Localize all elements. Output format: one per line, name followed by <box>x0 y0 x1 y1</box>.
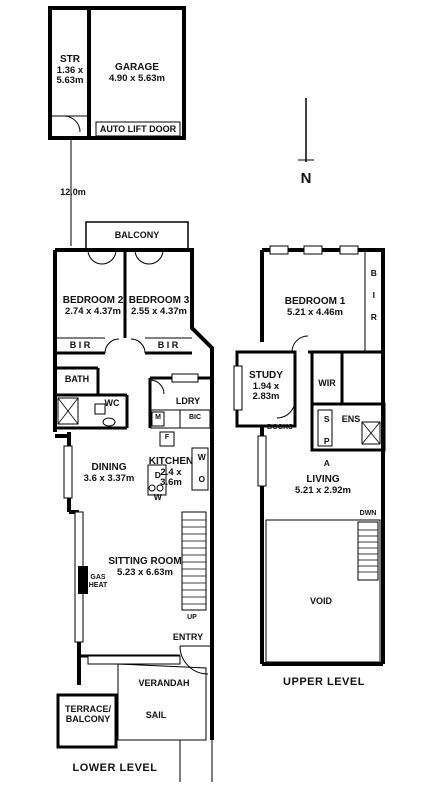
void-label: VOID <box>309 596 332 606</box>
store-label: STR 1.36 x 5.63m <box>52 54 88 87</box>
entry-label: ENTRY <box>172 632 204 642</box>
study-name: STUDY <box>249 370 283 381</box>
bedroom2-label: BEDROOM 2 2.74 x 4.37m <box>60 295 126 317</box>
stairs-lower <box>181 511 207 611</box>
f-label: F <box>164 434 170 441</box>
bir-right-label: B I R <box>157 340 179 350</box>
ens-label: ENS <box>341 414 361 424</box>
terrace-line2: BALCONY <box>65 714 111 725</box>
dining-label: DINING 3.6 x 3.37m <box>72 462 146 484</box>
sitting-room-label: SITTING ROOM 5.23 x 6.63m <box>100 556 190 578</box>
bath-label: BATH <box>64 374 90 384</box>
bedroom2-name: BEDROOM 2 <box>62 295 124 306</box>
bedroom2-dims: 2.74 x 4.37m <box>65 305 121 317</box>
study-dims-2: 2.83m <box>252 391 280 403</box>
sitting-room-dims: 5.23 x 6.63m <box>117 566 173 578</box>
up-label: UP <box>187 614 197 621</box>
bic-label: BIC <box>188 414 202 421</box>
living-dims: 5.21 x 2.92m <box>295 484 351 496</box>
dishwasher-label: D W <box>152 470 163 503</box>
balcony-label: BALCONY <box>114 230 160 240</box>
auto-lift-door-label: AUTO LIFT DOOR <box>99 124 177 134</box>
bir-left-label: B I R <box>69 340 91 350</box>
kitchen-dims: 2.4 x <box>160 466 182 478</box>
upper-level-title: UPPER LEVEL <box>283 676 365 688</box>
gas-heat-line2: HEAT <box>88 582 108 590</box>
terrace-line1: TERRACE/ <box>64 704 111 714</box>
dining-name: DINING <box>91 462 127 473</box>
spa-label: S P A <box>321 414 332 469</box>
kitchen-dims-2: 3.6m <box>160 477 182 489</box>
north-label: N <box>300 170 312 187</box>
gas-heat-label: GAS HEAT <box>88 574 108 590</box>
bedroom1-label: BEDROOM 1 5.21 x 4.46m <box>270 296 360 318</box>
study-dims: 1.94 x <box>252 380 280 392</box>
bedroom3-dims: 2.55 x 4.37m <box>131 305 187 317</box>
lower-level-walls <box>53 221 214 782</box>
dining-dims: 3.6 x 3.37m <box>83 472 135 484</box>
wc-label: WC <box>104 398 120 408</box>
m-label: M <box>155 414 161 421</box>
wall-oven-label: W O <box>196 452 207 485</box>
kitchen-name: KITCHEN <box>148 456 194 467</box>
living-name: LIVING <box>306 474 340 485</box>
sail-label: SAIL <box>145 710 167 720</box>
store-dims: 1.36 x <box>56 64 84 76</box>
terrace-label: TERRACE/ BALCONY <box>60 704 116 725</box>
kitchen-label: KITCHEN 2.4 x 3.6m <box>146 456 196 489</box>
bedroom3-label: BEDROOM 3 2.55 x 4.37m <box>126 295 192 317</box>
sitting-room-name: SITTING ROOM <box>108 556 182 567</box>
living-label: LIVING 5.21 x 2.92m <box>270 474 376 496</box>
garage-label: GARAGE 4.90 x 5.63m <box>92 62 182 84</box>
lower-level-title: LOWER LEVEL <box>72 762 158 774</box>
gas-heat-line1: GAS <box>90 574 106 581</box>
verandah-label: VERANDAH <box>138 678 190 688</box>
distance-label: 12.0m <box>60 187 86 197</box>
wir-label: WIR <box>318 378 336 388</box>
garage-block <box>48 6 186 140</box>
north-arrow <box>298 98 314 162</box>
bedroom1-dims: 5.21 x 4.46m <box>287 306 343 318</box>
bir-upper-label: B I R <box>368 268 379 323</box>
bedroom1-name: BEDROOM 1 <box>284 296 346 307</box>
garage-dims: 4.90 x 5.63m <box>109 72 165 84</box>
store-dims-2: 5.63m <box>56 75 84 87</box>
upper-level-walls <box>233 245 386 666</box>
bedroom3-name: BEDROOM 3 <box>128 295 190 306</box>
books-label: BOOKS <box>267 424 293 431</box>
laundry-label: LDRY <box>175 396 201 406</box>
dwn-label: DWN <box>359 510 377 517</box>
garage-name: GARAGE <box>115 62 159 73</box>
store-name: STR <box>60 54 80 65</box>
study-label: STUDY 1.94 x 2.83m <box>244 370 288 403</box>
